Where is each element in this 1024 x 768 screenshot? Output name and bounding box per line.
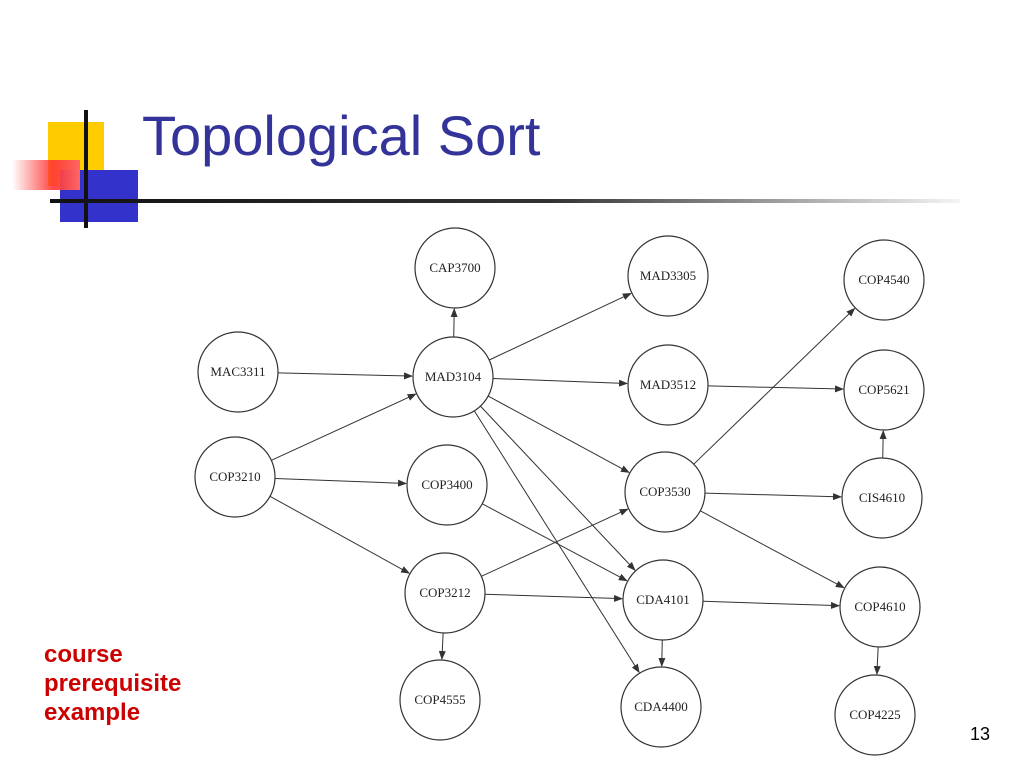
node-circle bbox=[843, 239, 925, 321]
deco-red-bar bbox=[12, 160, 80, 190]
node-label: COP4555 bbox=[414, 692, 465, 707]
node-circle bbox=[197, 331, 279, 413]
edge-mad3104-to-mad3512 bbox=[492, 377, 629, 387]
node-label: CDA4101 bbox=[636, 592, 689, 607]
node-label: MAD3305 bbox=[640, 268, 696, 283]
node-cis4610: CIS4610 bbox=[841, 457, 923, 539]
node-label: COP5621 bbox=[858, 382, 909, 397]
edge-cop3212-to-cop3530 bbox=[481, 508, 629, 577]
edge-cop4610-to-cop4225 bbox=[873, 646, 881, 676]
node-label: CDA4400 bbox=[634, 699, 687, 714]
node-label: COP3400 bbox=[421, 477, 472, 492]
node-label: COP3212 bbox=[419, 585, 470, 600]
edge-mad3104-to-cap3700 bbox=[450, 307, 458, 338]
node-mac3311: MAC3311 bbox=[197, 331, 279, 413]
node-circle bbox=[843, 349, 925, 431]
title-underline bbox=[50, 199, 960, 203]
node-label: COP4540 bbox=[858, 272, 909, 287]
node-cop5621: COP5621 bbox=[843, 349, 925, 431]
node-circle bbox=[194, 436, 276, 518]
edge-mad3104-to-cop3530 bbox=[487, 395, 630, 473]
edge-cop3212-to-cda4101 bbox=[484, 593, 624, 602]
node-cda4400: CDA4400 bbox=[620, 666, 702, 748]
node-circle bbox=[399, 659, 481, 741]
edge-cop3210-to-mad3104 bbox=[271, 393, 417, 461]
edge-mad3104-to-mad3305 bbox=[488, 292, 632, 361]
node-cop4540: COP4540 bbox=[843, 239, 925, 321]
node-cop3210: COP3210 bbox=[194, 436, 276, 518]
diagram-caption: course prerequisite example bbox=[44, 640, 181, 727]
node-cop4610: COP4610 bbox=[839, 566, 921, 648]
node-label: COP3530 bbox=[639, 484, 690, 499]
node-label: MAD3104 bbox=[425, 369, 482, 384]
node-circle bbox=[406, 444, 488, 526]
node-cap3700: CAP3700 bbox=[414, 227, 496, 309]
edge-mad3104-to-cda4101 bbox=[480, 405, 636, 571]
node-circle bbox=[627, 344, 709, 426]
edges-layer bbox=[269, 292, 887, 676]
edge-cop3530-to-cis4610 bbox=[704, 492, 843, 501]
caption-line: prerequisite bbox=[44, 670, 182, 697]
node-label: MAD3512 bbox=[640, 377, 696, 392]
node-circle bbox=[839, 566, 921, 648]
page-number: 13 bbox=[969, 724, 990, 744]
caption-line: example bbox=[44, 699, 141, 726]
slide-title: Topological Sort bbox=[142, 104, 541, 167]
node-label: CIS4610 bbox=[859, 490, 905, 505]
node-label: CAP3700 bbox=[429, 260, 480, 275]
node-cop4225: COP4225 bbox=[834, 674, 916, 756]
node-circle bbox=[834, 674, 916, 756]
node-circle bbox=[620, 666, 702, 748]
caption-line: course bbox=[44, 641, 123, 668]
edge-mad3512-to-cop5621 bbox=[707, 385, 845, 393]
node-mad3512: MAD3512 bbox=[627, 344, 709, 426]
node-label: MAC3311 bbox=[210, 364, 265, 379]
edge-mac3311-to-mad3104 bbox=[277, 372, 414, 380]
node-cop3400: COP3400 bbox=[406, 444, 488, 526]
node-mad3305: MAD3305 bbox=[627, 235, 709, 317]
node-label: COP3210 bbox=[209, 469, 260, 484]
node-circle bbox=[404, 552, 486, 634]
edge-cis4610-to-cop5621 bbox=[879, 429, 887, 459]
deco-vertical-line bbox=[84, 110, 88, 228]
node-circle bbox=[414, 227, 496, 309]
edge-cop3530-to-cop4540 bbox=[693, 307, 856, 465]
node-circle bbox=[412, 336, 494, 418]
edge-cop3530-to-cop4610 bbox=[700, 510, 845, 589]
edge-cda4101-to-cop4610 bbox=[702, 600, 841, 609]
node-circle bbox=[627, 235, 709, 317]
node-circle bbox=[624, 451, 706, 533]
node-circle bbox=[622, 559, 704, 641]
node-cda4101: CDA4101 bbox=[622, 559, 704, 641]
node-cop4555: COP4555 bbox=[399, 659, 481, 741]
node-cop3212: COP3212 bbox=[404, 552, 486, 634]
node-label: COP4610 bbox=[854, 599, 905, 614]
slide-corner-decoration bbox=[12, 110, 138, 228]
node-mad3104: MAD3104 bbox=[412, 336, 494, 418]
edge-cop3210-to-cop3212 bbox=[269, 495, 410, 574]
edge-cop3212-to-cop4555 bbox=[438, 632, 446, 661]
edge-cop3210-to-cop3400 bbox=[274, 478, 408, 487]
node-label: COP4225 bbox=[849, 707, 900, 722]
node-cop3530: COP3530 bbox=[624, 451, 706, 533]
node-circle bbox=[841, 457, 923, 539]
